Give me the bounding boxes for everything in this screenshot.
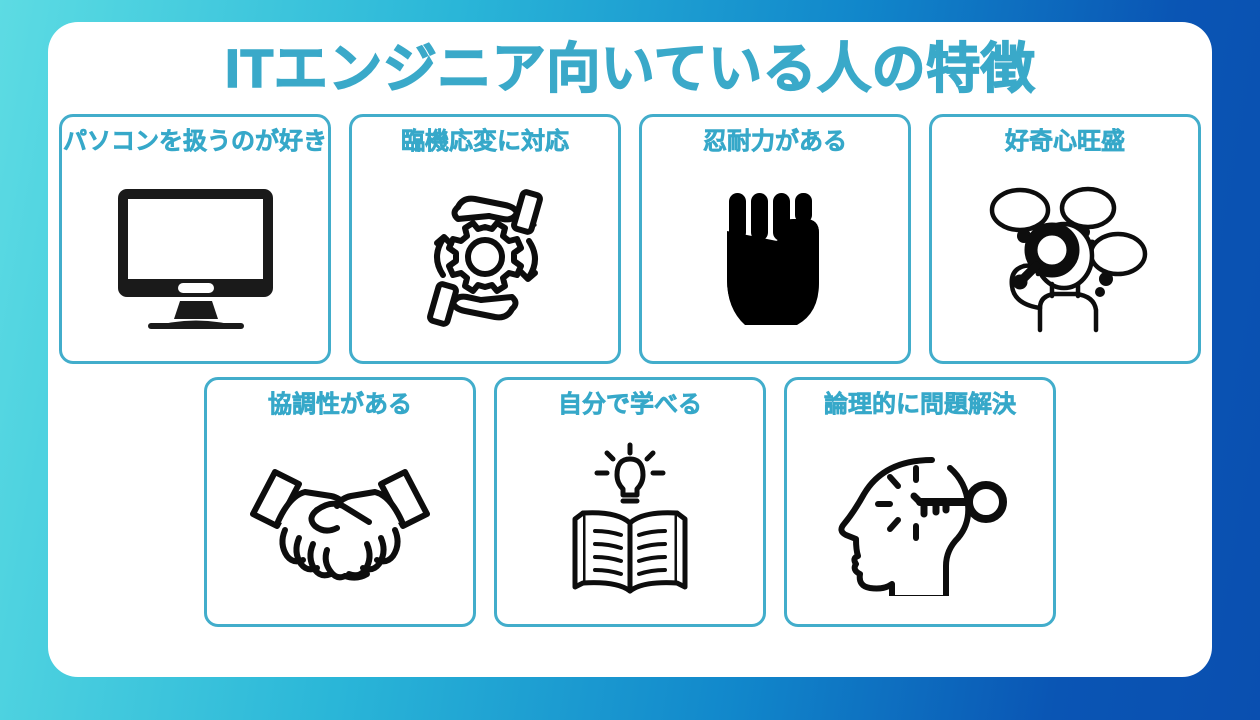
feature-card-label: パソコンを扱うのが好き <box>63 128 328 155</box>
feature-card-label: 自分で学べる <box>558 391 703 418</box>
feature-card-cooperation[interactable]: 協調性がある <box>204 377 476 627</box>
feature-card-perseverance[interactable]: 忍耐力がある <box>639 114 911 364</box>
page-title: ITエンジニア向いている人の特徴 <box>224 39 1036 99</box>
feature-card-label: 協調性がある <box>268 391 413 418</box>
feature-card-label: 論理的に問題解決 <box>824 391 1017 418</box>
content-panel: ITエンジニア向いている人の特徴 パソコンを扱うのが好き <box>48 22 1212 677</box>
card-row-bottom: 協調性がある <box>48 377 1212 627</box>
feature-card-label: 忍耐力がある <box>703 128 848 155</box>
feature-card-adaptability[interactable]: 臨機応変に対応 <box>349 114 621 364</box>
head-key-icon <box>787 418 1053 624</box>
clenched-fist-icon <box>642 155 908 361</box>
feature-card-label: 好奇心旺盛 <box>1005 128 1126 155</box>
feature-card-curiosity[interactable]: 好奇心旺盛 <box>929 114 1201 364</box>
hands-gear-cycle-icon <box>352 155 618 361</box>
feature-card-label: 臨機応変に対応 <box>401 128 570 155</box>
card-row-top: パソコンを扱うのが好き 臨機応変に対応 <box>48 114 1212 364</box>
feature-card-logical-problem-solving[interactable]: 論理的に問題解決 <box>784 377 1056 627</box>
person-thought-bubbles-magnifier-icon <box>932 155 1198 361</box>
open-book-lightbulb-icon <box>497 418 763 624</box>
handshake-icon <box>207 418 473 624</box>
feature-card-self-learning[interactable]: 自分で学べる <box>494 377 766 627</box>
feature-card-pc[interactable]: パソコンを扱うのが好き <box>59 114 331 364</box>
desktop-monitor-icon <box>62 155 328 361</box>
